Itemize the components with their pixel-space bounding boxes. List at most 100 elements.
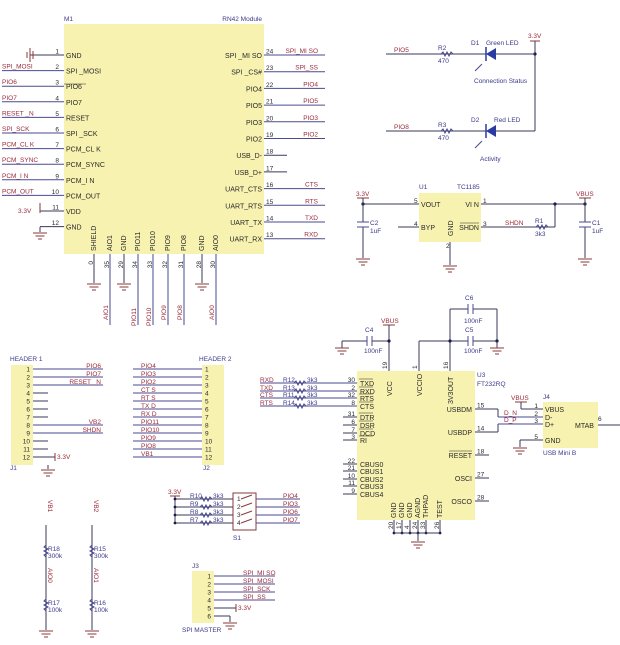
u3-name: FT232RQ [477, 381, 506, 388]
m1-pin-name: PIO5 [246, 103, 262, 110]
led-circuit: 3.3V PIO5 R2 470 D1 Green LED Connection… [386, 33, 542, 163]
m1-net-label: PCM_OUT [2, 188, 34, 195]
m1-pin-number: 1 [55, 49, 59, 56]
j4-pin-name: D- [545, 415, 553, 422]
m1-pin-name: PIO7 [66, 100, 82, 107]
c6-val: 100nF [464, 318, 482, 325]
d1-net: PIO5 [394, 47, 409, 54]
res-val: 3k3 [213, 517, 224, 524]
m1-pin-name: UART_CTS [225, 187, 262, 194]
u3-pin-number: 19 [382, 361, 389, 369]
m1-net-label: PCM_CL K [2, 142, 35, 149]
j2-pin-number: 3 [205, 383, 209, 390]
u3-pin-number: 26 [434, 521, 441, 529]
m1-pin-number: 3 [55, 80, 59, 87]
s1-rail: 3.3V [168, 489, 182, 496]
m1-net-label: AIO0 [209, 305, 216, 320]
u3-pin-number: 28 [477, 495, 485, 502]
j3-net-label: SPI_SS [243, 594, 266, 601]
m1-pin-name: RESET [66, 115, 90, 122]
m1-pin-number: 14 [266, 216, 274, 223]
m1-net-label: PIO11 [131, 308, 138, 326]
resistor-icon [199, 519, 213, 527]
j3-ref: J3 [192, 563, 199, 570]
m1-net-label: PIO5 [303, 98, 318, 105]
m1-net-label: PIO8 [177, 305, 184, 320]
j1-net-label: SHDN [83, 427, 102, 434]
m1-pin-number: 10 [52, 189, 60, 196]
s1-pin-number: 4 [237, 520, 241, 527]
m1-name: RN42 Module [222, 16, 262, 23]
res-ref: R14 [283, 400, 295, 407]
d1-light-icon [474, 63, 483, 72]
u1-num-vin: 1 [483, 198, 487, 205]
m1-pin-name: SPI _SCK [66, 131, 98, 138]
m1-pin-number: 24 [266, 49, 274, 56]
resistor-icon [88, 544, 96, 558]
u3-vbus: VBUS [381, 318, 399, 325]
c5-ref: C5 [465, 327, 474, 334]
res-ref: R8 [190, 509, 199, 516]
u3-pin-name: USBDM [447, 407, 472, 414]
d1-resistor-icon [440, 50, 454, 58]
c4-gap [367, 336, 372, 346]
j1-pin-number: 12 [23, 455, 31, 462]
m1-pin-name: PCM_I N [66, 178, 94, 185]
c6-gap [468, 304, 473, 314]
res-ref: R16 [94, 600, 106, 607]
u3-pin-name: OSCI [455, 476, 472, 483]
u3-pin-name: CTS [360, 404, 374, 411]
res-val: 100k [48, 607, 63, 614]
divider-top-net: VB1 [46, 500, 53, 513]
m1-pin-name: AIO0 [213, 235, 220, 251]
m1-pin-name: PCM_SYNC [66, 162, 105, 169]
j4-pin-number: 5 [534, 434, 538, 441]
j2-net-label: PIO10 [141, 427, 160, 434]
c6-ref: C6 [465, 295, 474, 302]
u3-pin-name: CBUS2 [360, 477, 383, 484]
resistor-icon [42, 598, 50, 612]
d2-name: Red LED [494, 117, 521, 124]
d2-led-icon [486, 125, 496, 137]
s1-net-label: PIO7 [283, 517, 298, 524]
u3-pin-name: DSR [360, 423, 375, 430]
u1-shdn-net: SHDN [505, 220, 524, 227]
u3-pin-name: VCCIO [417, 373, 424, 396]
d2-light-icon [474, 140, 483, 149]
res-val: 300k [48, 553, 63, 560]
s1-body [232, 492, 257, 531]
m1-pin-number: 5 [55, 111, 59, 118]
u3-pin-name: USBDP [448, 430, 472, 437]
s1-net-label: PIO3 [283, 501, 298, 508]
res-val: 3k3 [213, 509, 224, 516]
voltage-dividers: VB1R18300kAIO0R17100kVB2R15300kAIO1R1610… [42, 500, 109, 630]
m1-pin-number: 30 [210, 261, 217, 269]
u3-pin-number: 7 [351, 427, 355, 434]
m1-pin-number: 7 [55, 142, 59, 149]
u1-num-byp: 4 [414, 221, 418, 228]
resistor-icon [199, 511, 213, 519]
u3-pin-number: 6 [351, 419, 355, 426]
j3-pin-number: 1 [207, 574, 211, 581]
u3-pin-name: RI [360, 438, 367, 445]
res-ref: R13 [283, 385, 295, 392]
m1-pin-number: 32 [162, 261, 169, 269]
j3-net-label: SPI_MI SO [243, 570, 276, 577]
m1-net-label: AIO1 [103, 305, 110, 320]
u1-num-shdn: 3 [483, 221, 487, 228]
divider-top-net: VB2 [92, 500, 99, 513]
m1-pin-number: 18 [266, 149, 274, 156]
d1-res-val: 470 [438, 58, 449, 65]
switch-icon [240, 510, 253, 516]
u3-pin-number: 10 [348, 473, 356, 480]
divider-mid-net: AIO0 [46, 568, 53, 583]
j2-pin-number: 9 [205, 431, 209, 438]
